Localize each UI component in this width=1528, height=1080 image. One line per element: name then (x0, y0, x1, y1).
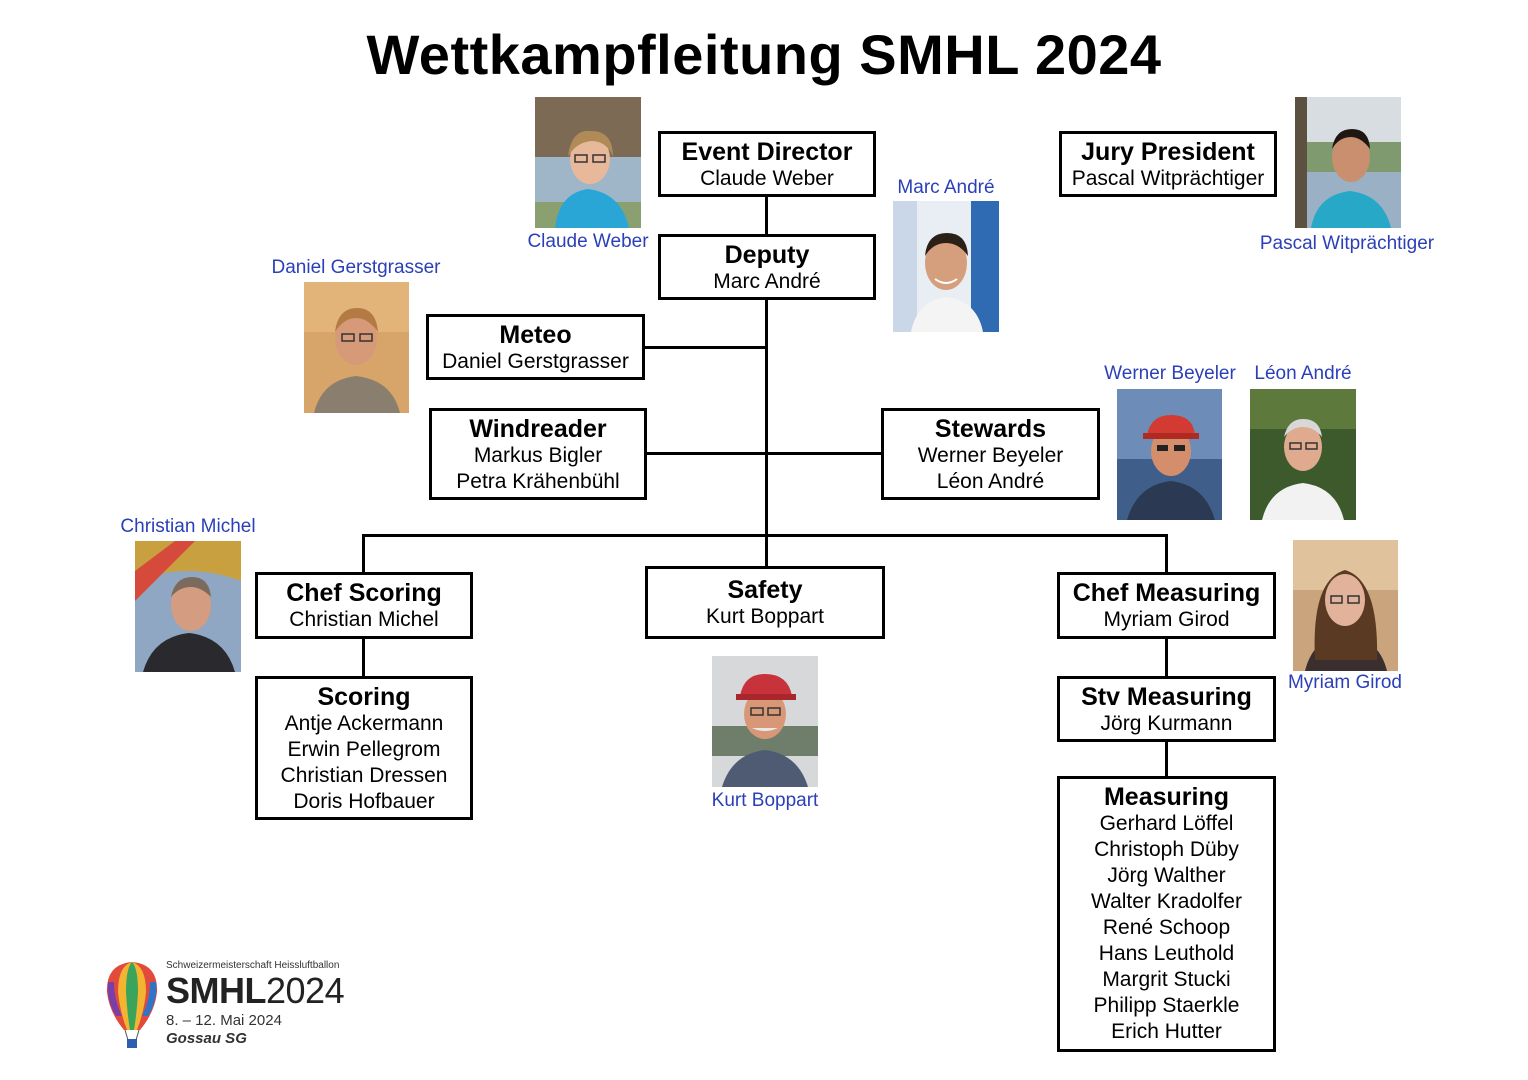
logo-dates: 8. – 12. Mai 2024 (166, 1012, 282, 1029)
box-event-director: Event Director Claude Weber (658, 131, 876, 197)
connector-scoring (362, 637, 365, 678)
role-label: Chef Scoring (286, 579, 442, 607)
box-safety: Safety Kurt Boppart (645, 566, 885, 639)
person-name: Doris Hofbauer (293, 790, 435, 813)
logo-brand: SMHL2024 (166, 970, 345, 1012)
box-scoring: Scoring Antje Ackermann Erwin Pellegrom … (255, 676, 473, 820)
role-label: Event Director (681, 138, 853, 166)
photo-caption-daniel-gerstgrasser: Daniel Gerstgrasser (271, 257, 441, 278)
box-stewards: Stewards Werner Beyeler Léon André (881, 408, 1100, 500)
connector-director-deputy (765, 196, 768, 236)
person-name: Werner Beyeler (917, 444, 1064, 467)
person-name: Marc André (713, 270, 821, 293)
portrait-photo-myriam-girod (1293, 540, 1398, 671)
photo-caption-kurt-boppart: Kurt Boppart (711, 790, 819, 811)
portrait-photo-daniel-gerstgrasser (304, 282, 409, 413)
portrait-photo-marc-andre (893, 201, 999, 332)
person-name: Petra Krähenbühl (456, 470, 620, 493)
photo-caption-myriam-girod: Myriam Girod (1287, 672, 1402, 693)
logo-brand-name: SMHL (166, 970, 267, 1011)
person-name: Claude Weber (700, 167, 834, 190)
person-name: Jörg Kurmann (1100, 712, 1233, 735)
box-measuring: Measuring Gerhard Löffel Christoph Düby … (1057, 776, 1276, 1052)
person-name: Léon André (936, 470, 1045, 493)
photo-caption-pascal-witprachtiger: Pascal Witprächtiger (1259, 233, 1435, 254)
role-label: Stewards (934, 415, 1047, 443)
person-name: Hans Leuthold (1098, 942, 1235, 965)
photo-caption-marc-andre: Marc André (897, 177, 995, 198)
connector-chef-scoring (362, 534, 365, 574)
photo-caption-werner-beyeler: Werner Beyeler (1104, 363, 1236, 384)
box-meteo: Meteo Daniel Gerstgrasser (426, 314, 645, 380)
role-label: Jury President (1081, 138, 1255, 166)
connector-meteo (643, 346, 767, 349)
role-label: Scoring (317, 683, 411, 711)
portrait-photo-pascal-witprachtiger (1295, 97, 1401, 228)
connector-stewards (765, 452, 884, 455)
role-label: Deputy (724, 241, 810, 269)
box-windreader: Windreader Markus Bigler Petra Krähenbüh… (429, 408, 647, 500)
person-name: Markus Bigler (473, 444, 603, 467)
connector-main-trunk (765, 298, 768, 570)
box-deputy: Deputy Marc André (658, 234, 876, 300)
role-label: Safety (727, 576, 803, 604)
smhl-logo: Schweizermeisterschaft Heissluftballon S… (104, 958, 364, 1050)
person-name: René Schoop (1102, 916, 1231, 939)
portrait-photo-claude-weber (535, 97, 641, 228)
person-name: Philipp Staerkle (1093, 994, 1240, 1017)
connector-windreader (645, 452, 767, 455)
role-label: Chef Measuring (1072, 579, 1261, 607)
person-name: Myriam Girod (1103, 608, 1230, 631)
connector-measuring (1165, 740, 1168, 778)
connector-bottom-branch (362, 534, 1168, 537)
person-name: Erwin Pellegrom (287, 738, 441, 761)
person-name: Pascal Witprächtiger (1071, 167, 1265, 190)
connector-chef-measuring (1165, 534, 1168, 574)
person-name: Daniel Gerstgrasser (442, 350, 629, 373)
portrait-photo-leon-andre (1250, 389, 1356, 520)
portrait-photo-christian-michel (135, 541, 241, 672)
portrait-photo-werner-beyeler (1117, 389, 1222, 520)
person-name: Christoph Düby (1094, 838, 1239, 861)
person-name: Jörg Walther (1107, 864, 1226, 887)
portrait-photo-kurt-boppart (712, 656, 818, 787)
logo-brand-year: 2024 (266, 970, 345, 1011)
person-name: Christian Michel (289, 608, 439, 631)
person-name: Walter Kradolfer (1091, 890, 1242, 913)
logo-place: Gossau SG (166, 1030, 247, 1047)
page-title: Wettkampfleitung SMHL 2024 (366, 23, 1162, 86)
connector-stv-measuring (1165, 637, 1168, 678)
role-label: Meteo (499, 321, 572, 349)
photo-caption-leon-andre: Léon André (1254, 363, 1352, 384)
person-name: Gerhard Löffel (1099, 812, 1234, 835)
person-name: Christian Dressen (280, 764, 448, 787)
person-name: Antje Ackermann (284, 712, 444, 735)
person-name: Margrit Stucki (1102, 968, 1231, 991)
role-label: Measuring (1103, 783, 1230, 811)
logo-tagline: Schweizermeisterschaft Heissluftballon (166, 960, 340, 971)
photo-caption-christian-michel: Christian Michel (120, 516, 256, 537)
box-jury-president: Jury President Pascal Witprächtiger (1059, 131, 1277, 197)
role-label: Stv Measuring (1081, 683, 1252, 711)
person-name: Kurt Boppart (706, 605, 824, 628)
box-chef-measuring: Chef Measuring Myriam Girod (1057, 572, 1276, 639)
box-chef-scoring: Chef Scoring Christian Michel (255, 572, 473, 639)
role-label: Windreader (469, 415, 607, 443)
photo-caption-claude-weber: Claude Weber (527, 231, 649, 252)
box-stv-measuring: Stv Measuring Jörg Kurmann (1057, 676, 1276, 742)
hot-air-balloon-icon (106, 962, 158, 1048)
person-name: Erich Hutter (1111, 1020, 1222, 1043)
